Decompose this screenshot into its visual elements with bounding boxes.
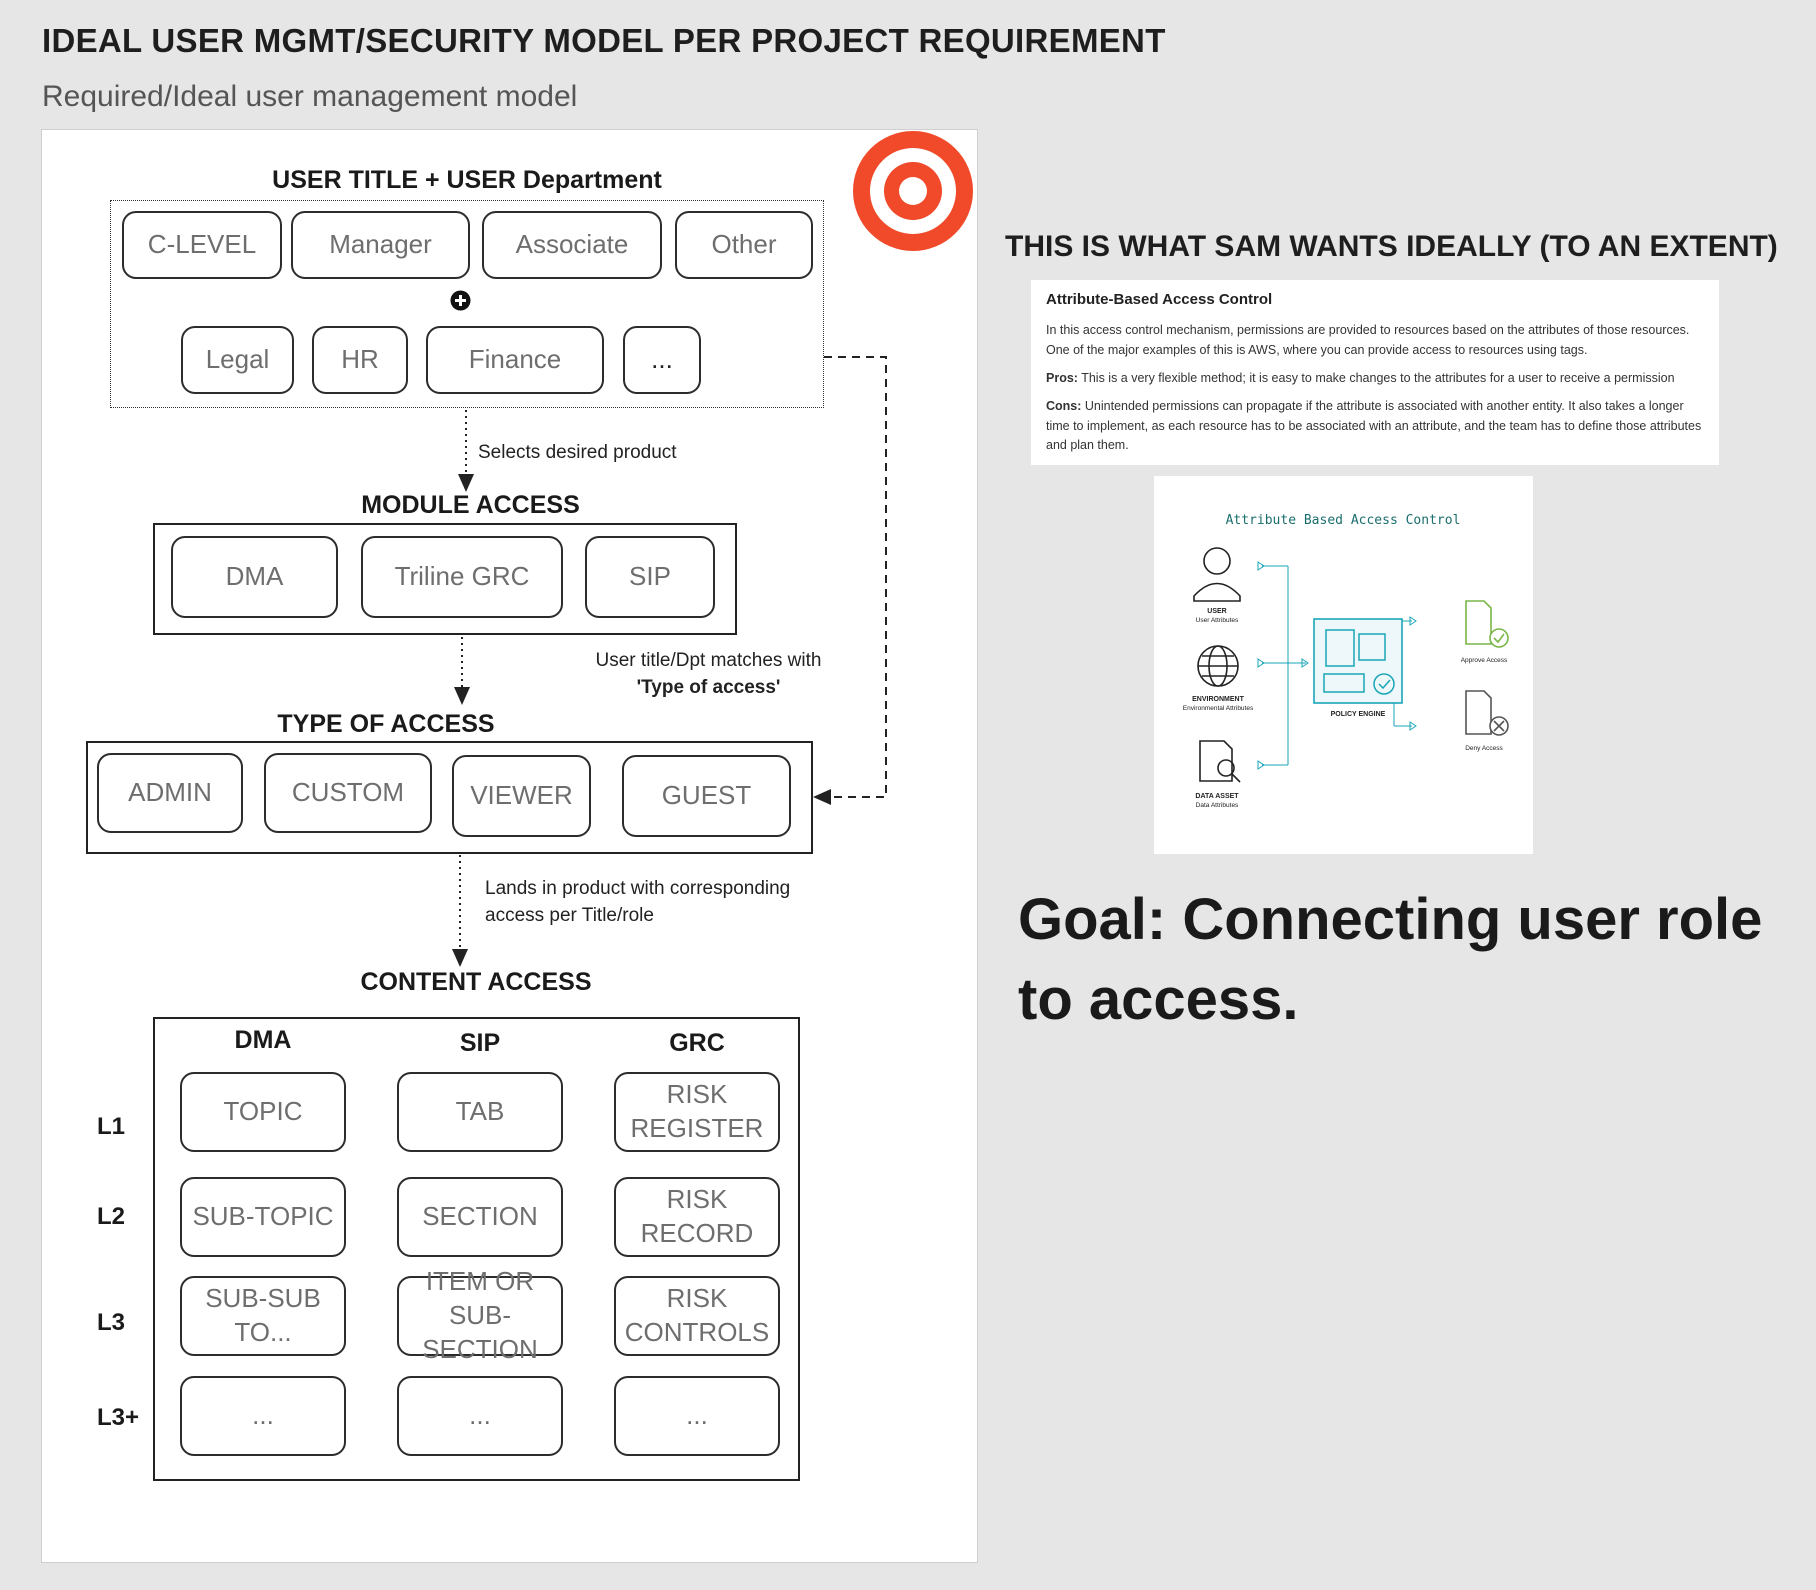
type-admin[interactable]: ADMIN — [97, 753, 243, 833]
dept-finance[interactable]: Finance — [426, 326, 604, 394]
level-l3: L3 — [97, 1309, 126, 1336]
plus-icon — [450, 290, 471, 311]
note-title-matches-line2: 'Type of access' — [636, 676, 781, 698]
dept-legal[interactable]: Legal — [181, 326, 294, 394]
note-title-matches-line1: User title/Dpt matches with — [595, 650, 822, 671]
abac-cons-text: Unintended permissions can propagate if … — [1046, 399, 1702, 453]
page-subtitle: Required/Ideal user management model — [42, 80, 578, 113]
abac-diagram-title: Attribute Based Access Control — [1226, 513, 1461, 528]
content-cell[interactable]: SUB-TOPIC — [180, 1177, 346, 1257]
content-cell[interactable]: ... — [614, 1376, 780, 1456]
abac-text-cons: Cons: Unintended permissions can propaga… — [1046, 397, 1704, 455]
module-section-title: MODULE ACCESS — [361, 491, 580, 519]
type-section-title: TYPE OF ACCESS — [86, 710, 836, 739]
content-cell[interactable]: ... — [180, 1376, 346, 1456]
abac-env-sub: Environmental Attributes — [1183, 705, 1254, 712]
type-guest[interactable]: GUEST — [622, 755, 791, 837]
deny-document-icon — [1465, 690, 1509, 736]
note-title-matches: User title/Dpt matches with 'Type of acc… — [586, 648, 831, 701]
abac-text-intro: In this access control mechanism, permis… — [1046, 323, 1690, 357]
document-search-icon — [1199, 740, 1241, 783]
content-section-title: CONTENT ACCESS — [360, 968, 592, 996]
content-cell[interactable]: RISK CONTROLS — [614, 1276, 780, 1356]
abac-engine-label: POLICY ENGINE — [1331, 711, 1386, 718]
content-col-sip: SIP — [459, 1029, 501, 1057]
title-manager[interactable]: Manager — [291, 211, 470, 279]
content-cell[interactable]: SUB-SUB TO... — [180, 1276, 346, 1356]
abac-user-sub: User Attributes — [1196, 617, 1239, 624]
content-cell[interactable]: ... — [397, 1376, 563, 1456]
abac-env-label: ENVIRONMENT — [1192, 696, 1244, 703]
abac-pros-label: Pros: — [1046, 371, 1078, 385]
abac-text-title: Attribute-Based Access Control — [1046, 291, 1273, 308]
abac-pros-text: This is a very flexible method; it is ea… — [1077, 371, 1675, 385]
level-l2: L2 — [97, 1203, 126, 1230]
dept-hr[interactable]: HR — [312, 326, 408, 394]
note-lands-in-product: Lands in product with corresponding acce… — [485, 876, 790, 929]
policy-engine-icon — [1313, 618, 1403, 704]
abac-text-pros: Pros: This is a very flexible method; it… — [1046, 369, 1704, 388]
module-sip[interactable]: SIP — [585, 536, 715, 618]
content-cell[interactable]: TAB — [397, 1072, 563, 1152]
note-lands-line2: access per Title/role — [485, 904, 654, 926]
user-section-title: USER TITLE + USER Department — [272, 166, 662, 194]
content-cell[interactable]: RISK RECORD — [614, 1177, 780, 1257]
abac-cons-label: Cons: — [1046, 399, 1082, 414]
title-other[interactable]: Other — [675, 211, 813, 279]
module-dma[interactable]: DMA — [171, 536, 338, 618]
abac-deny-label: Deny Access — [1465, 745, 1503, 752]
module-section-frame — [153, 523, 737, 635]
user-icon — [1193, 547, 1241, 602]
note-lands-line1: Lands in product with corresponding — [485, 878, 791, 899]
abac-user-label: USER — [1207, 608, 1226, 615]
abac-text-card: Attribute-Based Access Control In this a… — [1031, 280, 1719, 465]
content-cell[interactable]: RISK REGISTER — [614, 1072, 780, 1152]
type-viewer[interactable]: VIEWER — [452, 755, 591, 837]
abac-approve-label: Approve Access — [1461, 657, 1508, 664]
page-title: IDEAL USER MGMT/SECURITY MODEL PER PROJE… — [42, 22, 1166, 59]
level-l1: L1 — [97, 1113, 126, 1140]
content-cell[interactable]: SECTION — [397, 1177, 563, 1257]
content-cell[interactable]: TOPIC — [180, 1072, 346, 1152]
content-section-frame — [153, 1017, 800, 1481]
content-col-grc: GRC — [669, 1029, 725, 1057]
type-section-title-text: TYPE OF ACCESS — [277, 710, 495, 738]
goal-statement: Goal: Connecting user role to access. — [1018, 887, 1763, 1033]
content-cell[interactable]: ITEM OR SUB-SECTION — [397, 1266, 563, 1364]
note-selects-product: Selects desired product — [478, 442, 677, 463]
type-section-frame — [86, 741, 813, 854]
globe-icon — [1197, 645, 1239, 687]
approve-document-icon — [1465, 600, 1509, 648]
abac-diagram-image: Attribute Based Access Control USER User… — [1154, 476, 1533, 854]
level-l3plus: L3+ — [97, 1404, 140, 1431]
target-icon — [853, 131, 973, 251]
abac-data-sub: Data Attributes — [1196, 802, 1239, 809]
user-section-frame — [110, 200, 824, 408]
title-associate[interactable]: Associate — [482, 211, 662, 279]
module-triline-grc[interactable]: Triline GRC — [361, 536, 563, 618]
abac-data-label: DATA ASSET — [1195, 793, 1239, 800]
sam-heading: THIS IS WHAT SAM WANTS IDEALLY (TO AN EX… — [1005, 230, 1778, 263]
title-c-level[interactable]: C-LEVEL — [122, 211, 282, 279]
dept-more[interactable]: ... — [623, 326, 701, 394]
type-custom[interactable]: CUSTOM — [264, 753, 432, 833]
content-col-dma: DMA — [234, 1026, 292, 1054]
